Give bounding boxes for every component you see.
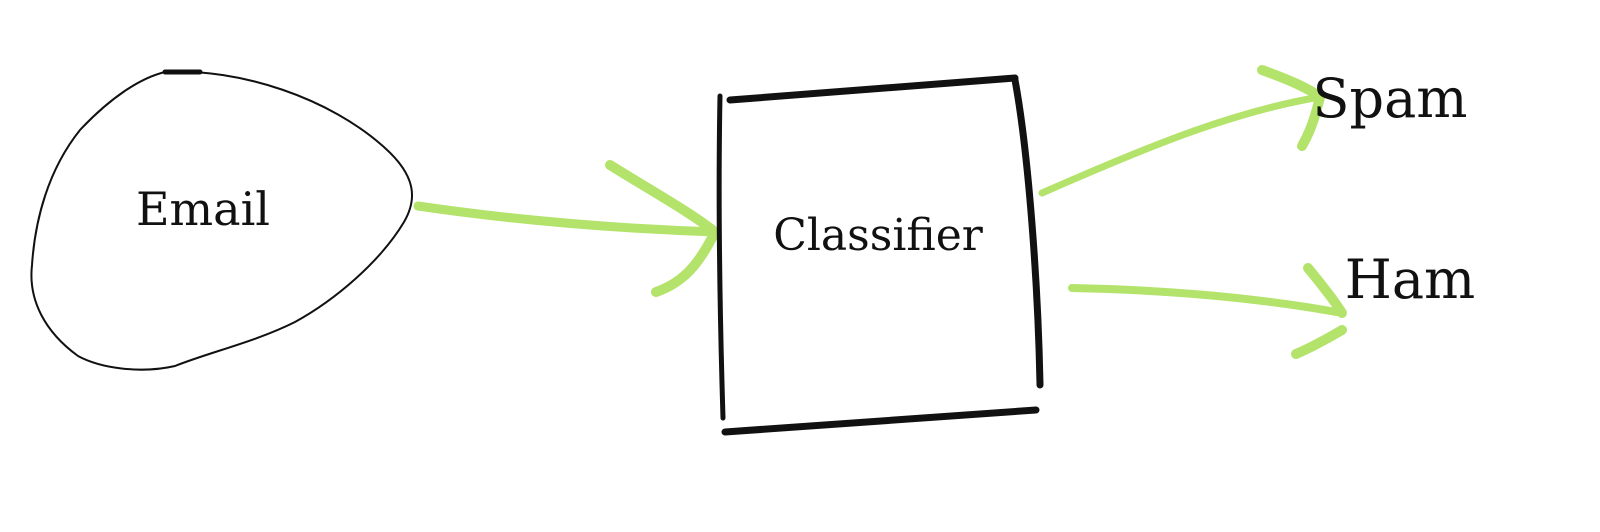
arrow-shaft <box>413 201 720 237</box>
email-blob-outline <box>30 70 413 371</box>
arrow-classifier-to-spam <box>1038 65 1325 197</box>
classifier-node: Classifier <box>716 74 1044 436</box>
spam-label: Spam <box>1313 67 1468 130</box>
arrow-head-lower <box>1297 92 1325 151</box>
arrow-head-lower <box>1291 325 1347 359</box>
arrow-classifier-to-ham <box>1068 263 1347 359</box>
classifier-box-top <box>726 74 1019 104</box>
arrow-head-upper <box>1257 65 1325 102</box>
email-node: Email <box>30 69 413 371</box>
classifier-box-left <box>716 93 726 421</box>
classifier-box-right <box>1011 76 1044 389</box>
arrow-shaft <box>1068 284 1346 317</box>
arrow-email-to-classifier <box>413 160 720 297</box>
ham-label: Ham <box>1345 248 1476 311</box>
email-label: Email <box>136 182 270 236</box>
arrow-head-lower <box>651 227 720 297</box>
arrow-head-upper <box>605 160 720 237</box>
classifier-box-bottom <box>721 406 1040 436</box>
arrow-head-upper <box>1303 263 1347 318</box>
arrow-shaft <box>1038 93 1324 197</box>
classifier-label: Classifier <box>773 210 984 261</box>
